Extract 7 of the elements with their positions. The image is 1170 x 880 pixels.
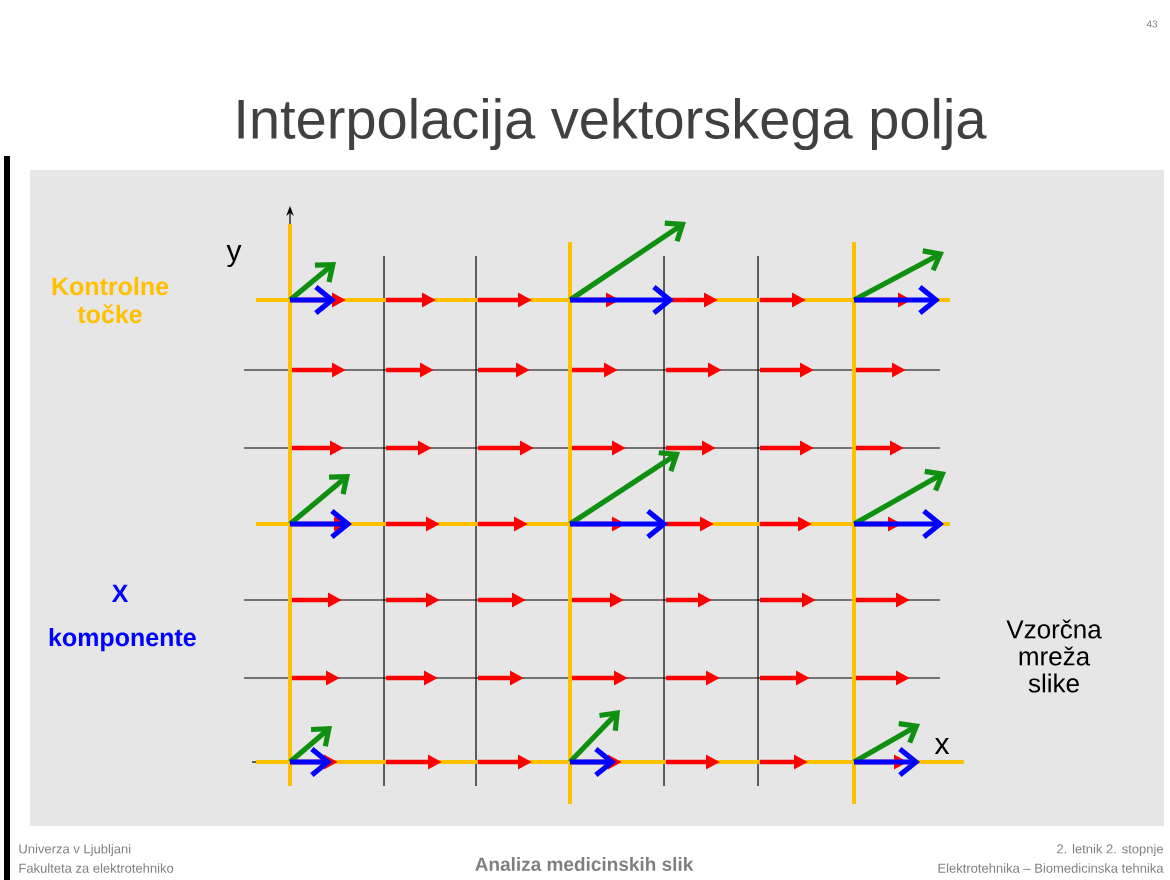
side-label: Kontrolne točke [52,276,169,324]
slide-title: Interpolacija vektorskega polja [238,97,987,151]
axis-label: y [226,245,242,268]
axis-label: x [934,738,950,754]
side-label: X komponente [49,584,196,652]
side-label: Vzorčna mreža slike [1006,619,1102,693]
footer-text: Analiza medicinskih slik [475,857,694,871]
